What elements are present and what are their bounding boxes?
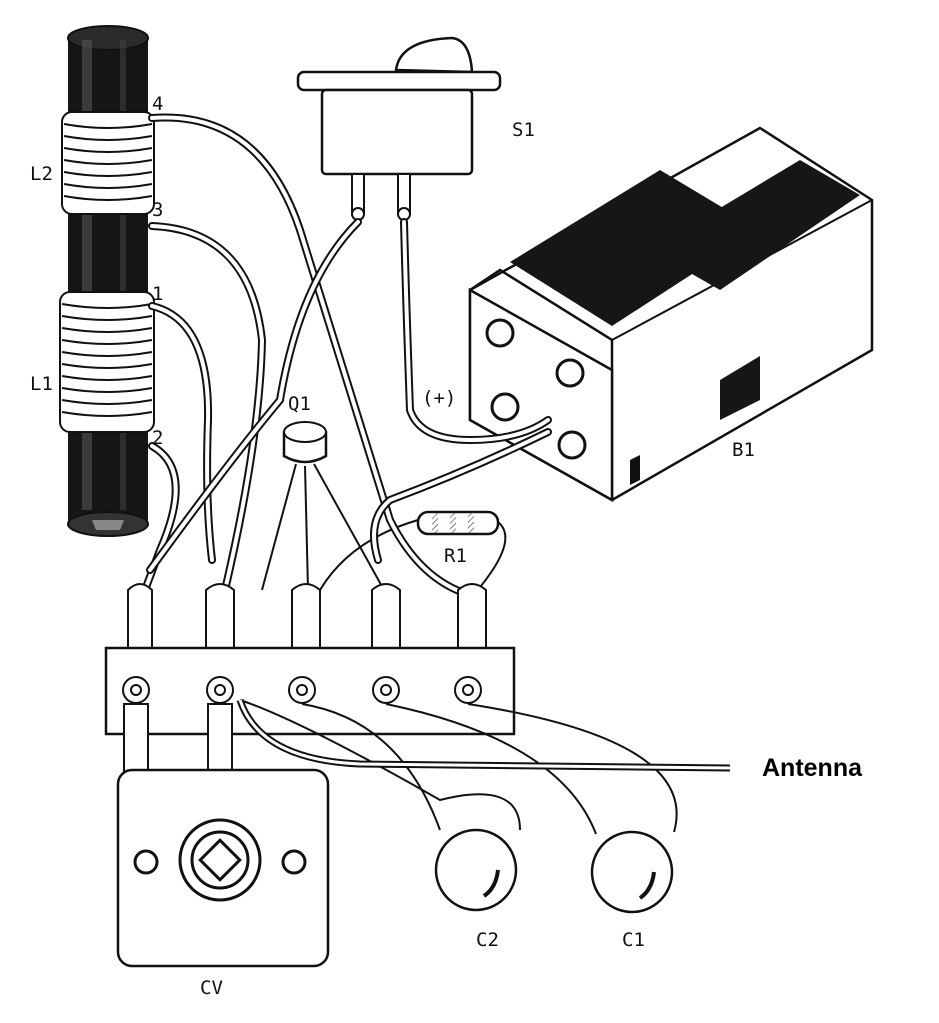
- battery-holder-b1: [468, 126, 874, 503]
- label-q1: Q1: [288, 393, 311, 415]
- label-plus: (+): [422, 387, 456, 409]
- label-pin-3: 3: [152, 199, 163, 221]
- ferrite-rod: [67, 25, 149, 537]
- capacitor-c2: [239, 699, 521, 912]
- capacitor-c1: [385, 703, 678, 914]
- label-c2: C2: [476, 929, 499, 951]
- label-b1: B1: [732, 439, 755, 461]
- resistor-r1: [319, 510, 507, 593]
- antenna-wire: [236, 698, 731, 772]
- label-r1: R1: [444, 545, 467, 567]
- label-pin-4: 4: [152, 93, 163, 115]
- switch-s1: [296, 36, 502, 221]
- label-pin-2: 2: [152, 427, 163, 449]
- transistor-q1: [261, 421, 385, 591]
- label-antenna: Antenna: [762, 754, 863, 782]
- label-cv: CV: [200, 977, 223, 999]
- label-l2: L2: [30, 163, 53, 185]
- label-l1: L1: [30, 373, 53, 395]
- wires: [141, 113, 552, 599]
- coil-l2: [61, 111, 155, 215]
- variable-capacitor-cv: [116, 703, 330, 968]
- coil-l1: [59, 291, 155, 433]
- label-s1: S1: [512, 119, 535, 141]
- terminal-strip: [104, 583, 516, 736]
- label-pin-1: 1: [152, 283, 163, 305]
- label-c1: C1: [622, 929, 645, 951]
